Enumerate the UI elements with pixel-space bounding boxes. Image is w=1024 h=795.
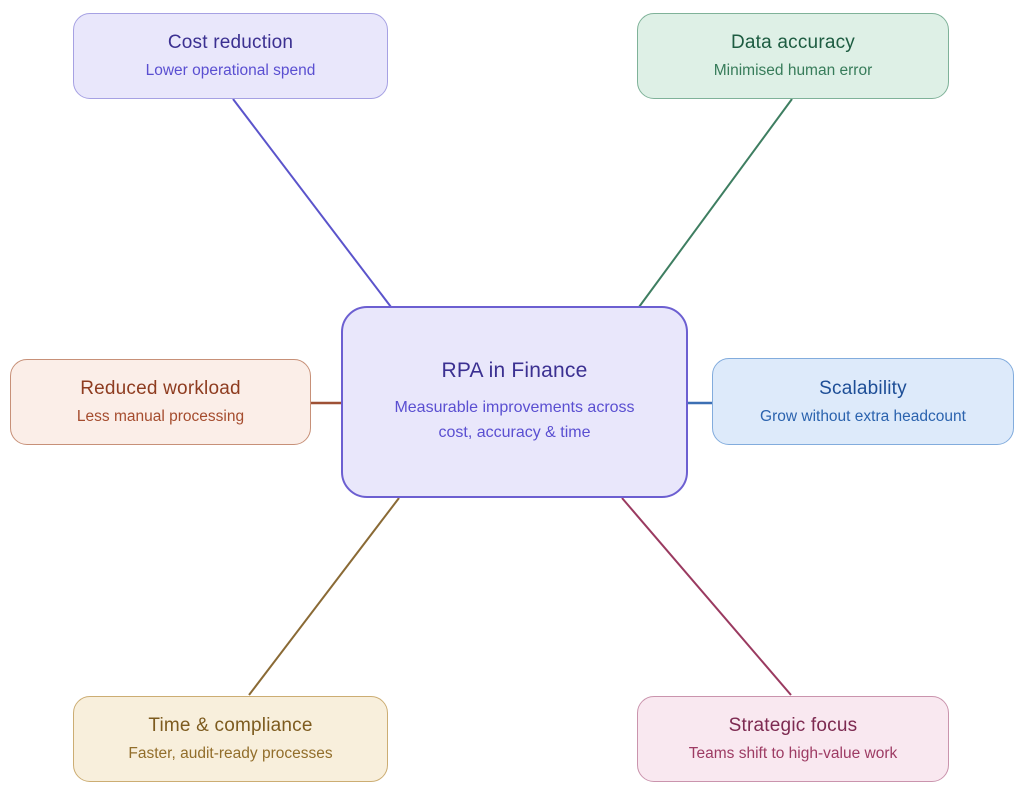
edge-data-accuracy [638, 98, 793, 308]
node-title: Data accuracy [730, 32, 856, 53]
center-node-subtitle: Measurable improvements across cost, acc… [394, 398, 635, 441]
node-subtitle: Teams shift to high-value work [688, 745, 898, 762]
node-cost-reduction[interactable]: Cost reduction Lower operational spend [73, 13, 388, 99]
edge-strategic-focus [621, 497, 792, 696]
node-title: Cost reduction [167, 32, 294, 53]
node-title: Scalability [819, 377, 907, 399]
node-scalability[interactable]: Scalability Grow without extra headcount [712, 358, 1014, 445]
center-node-title: RPA in Finance [441, 358, 588, 382]
node-subtitle: Faster, audit-ready processes [128, 745, 333, 762]
edge-cost-reduction [232, 98, 392, 308]
node-subtitle: Grow without extra headcount [760, 407, 966, 425]
edge-time-compliance [248, 497, 400, 696]
node-title: Reduced workload [80, 378, 241, 399]
node-subtitle: Lower operational spend [145, 62, 316, 79]
node-time-compliance[interactable]: Time & compliance Faster, audit-ready pr… [73, 696, 388, 782]
node-subtitle: Less manual processing [76, 408, 245, 425]
node-data-accuracy[interactable]: Data accuracy Minimised human error [637, 13, 949, 99]
node-strategic-focus[interactable]: Strategic focus Teams shift to high-valu… [637, 696, 949, 782]
node-subtitle: Minimised human error [713, 62, 873, 79]
node-title: Strategic focus [728, 715, 858, 736]
node-rpa-in-finance[interactable]: RPA in Finance Measurable improvements a… [341, 306, 688, 498]
node-reduced-workload[interactable]: Reduced workload Less manual processing [10, 359, 311, 445]
node-title: Time & compliance [148, 715, 313, 736]
